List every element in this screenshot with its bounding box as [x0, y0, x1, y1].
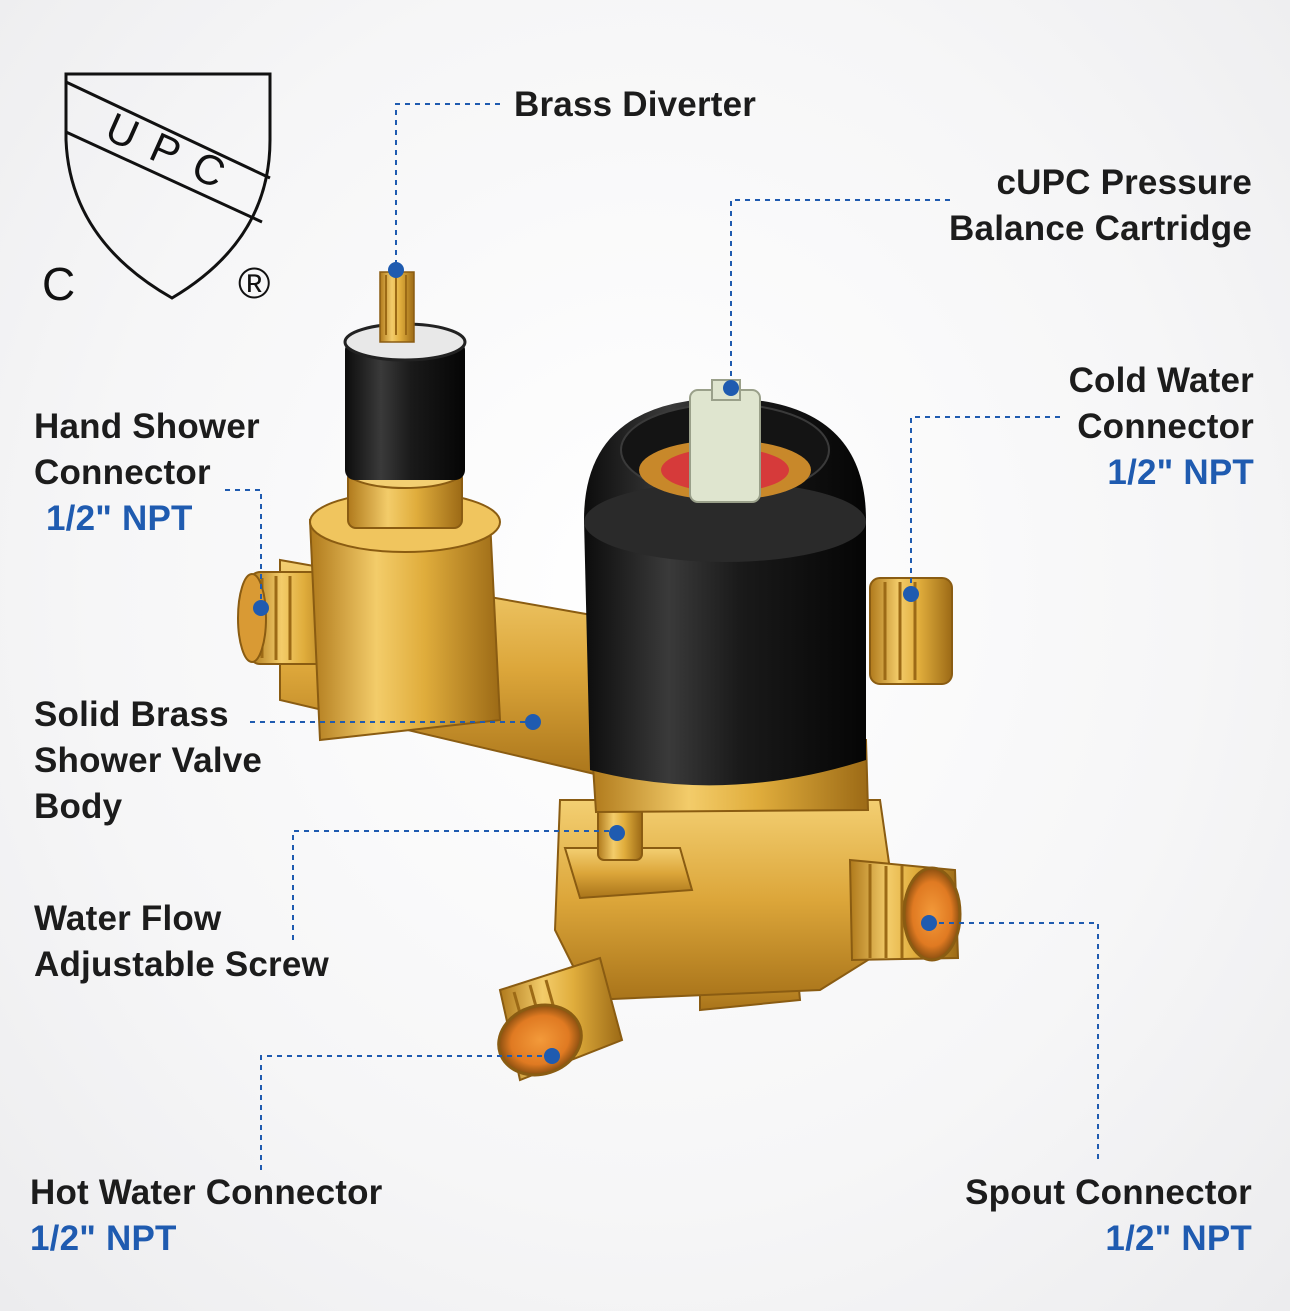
upc-certification-mark: UPC C ®	[42, 72, 272, 310]
dot-hand-shower	[253, 600, 269, 616]
valve-body-label-line2: Shower Valve	[34, 741, 263, 780]
leader-cartridge	[730, 199, 950, 386]
valve-body-label-line1: Solid Brass	[34, 695, 229, 734]
callout-hand-shower: Hand Shower Connector 1/2" NPT	[34, 404, 260, 542]
hand-shower-label-line1: Hand Shower	[34, 407, 260, 446]
spout-label: Spout Connector	[965, 1173, 1252, 1212]
hand-shower-size: 1/2" NPT	[46, 499, 193, 538]
dot-flow-screw	[609, 825, 625, 841]
cold-water-label-line1: Cold Water	[1068, 361, 1254, 400]
cold-water-label-line2: Connector	[1077, 407, 1254, 446]
valve-body-label-line3: Body	[34, 787, 123, 826]
hot-water-label: Hot Water Connector	[30, 1173, 383, 1212]
flow-screw-label-line1: Water Flow	[34, 899, 222, 938]
dot-hot-water	[544, 1048, 560, 1064]
callout-valve-body: Solid Brass Shower Valve Body	[34, 692, 262, 830]
cartridge-label-line2: Balance Cartridge	[949, 209, 1252, 248]
leader-hot-water	[260, 1055, 552, 1170]
registered-icon: ®	[238, 259, 270, 308]
shower-valve-illustration	[237, 271, 962, 1082]
leader-cold-water	[910, 416, 1060, 592]
brass-diverter-label: Brass Diverter	[514, 85, 757, 124]
dot-valve-body	[525, 714, 541, 730]
hot-water-size: 1/2" NPT	[30, 1219, 177, 1258]
spout-size: 1/2" NPT	[1105, 1219, 1252, 1258]
callout-dots	[253, 262, 937, 1064]
shield-icon	[64, 72, 272, 300]
dot-cartridge	[723, 380, 739, 396]
callout-flow-screw: Water Flow Adjustable Screw	[34, 896, 329, 988]
cartridge-label-line1: cUPC Pressure	[996, 163, 1252, 202]
dot-brass-diverter	[388, 262, 404, 278]
leader-hand-shower	[225, 489, 262, 606]
callout-spout: Spout Connector 1/2" NPT	[965, 1170, 1252, 1262]
cold-water-size: 1/2" NPT	[1107, 453, 1254, 492]
callout-leader-lines	[225, 103, 1099, 1170]
flow-screw-label-line2: Adjustable Screw	[34, 945, 329, 984]
leader-flow-screw	[292, 830, 617, 940]
upc-mark-text: UPC	[99, 103, 248, 204]
upc-left-letter: C	[42, 258, 75, 310]
callout-cold-water: Cold Water Connector 1/2" NPT	[1069, 358, 1254, 496]
dot-cold-water	[903, 586, 919, 602]
callout-brass-diverter: Brass Diverter	[514, 82, 756, 128]
callout-hot-water: Hot Water Connector 1/2" NPT	[30, 1170, 383, 1262]
leader-brass-diverter	[395, 103, 500, 270]
hand-shower-label-line2: Connector	[34, 453, 211, 492]
dot-spout	[921, 915, 937, 931]
callout-cartridge: cUPC Pressure Balance Cartridge	[949, 160, 1252, 252]
